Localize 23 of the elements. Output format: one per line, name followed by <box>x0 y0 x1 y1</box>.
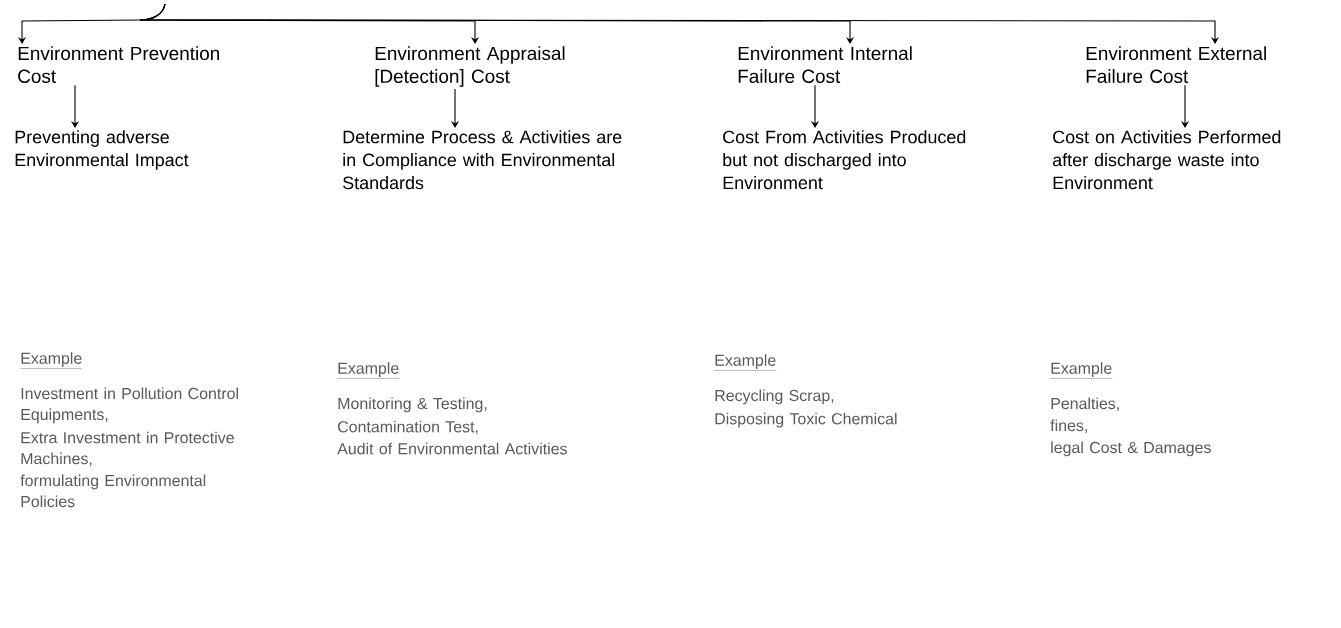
example-item: formulating Environmental Policies <box>20 474 206 508</box>
branch-arrow <box>139 3 1220 44</box>
example-item: Disposing Toxic Chemical <box>715 412 897 428</box>
example-heading: Example <box>1050 362 1113 379</box>
example-item: Contamination Test, <box>338 420 478 435</box>
description-text: Cost on Activities Performed after discharge waste into Environment <box>1052 130 1281 190</box>
example-item: Recycling Scrap, <box>715 389 834 405</box>
example-item: Audit of Environmental Activities <box>337 442 567 455</box>
example-item: fines, <box>1050 419 1087 433</box>
cost-heading: Environment Internal Failure Cost <box>738 46 912 83</box>
example-item: Investment in Pollution Control Equipments, <box>21 387 238 424</box>
cost-heading: Environment External Failure Cost <box>1086 46 1266 83</box>
cost-heading: Environment Appraisal [Detection] Cost <box>375 46 565 87</box>
example-item: legal Cost & Damages <box>1051 441 1211 457</box>
description-text: Determine Process & Activities are in Compliance with Environmental Standards <box>343 130 622 190</box>
example-heading: Example <box>337 362 400 379</box>
example-heading: Example <box>20 352 83 369</box>
description-text: Cost From Activities Produced but not discharged into Environment <box>723 130 966 190</box>
example-item: Monitoring & Testing, <box>338 397 487 413</box>
cost-heading: Environment Prevention Cost <box>18 46 219 83</box>
example-item: Penalties, <box>1051 397 1119 411</box>
description-text: Preventing adverse Environmental Impact <box>15 130 189 170</box>
example-heading: Example <box>714 354 777 371</box>
